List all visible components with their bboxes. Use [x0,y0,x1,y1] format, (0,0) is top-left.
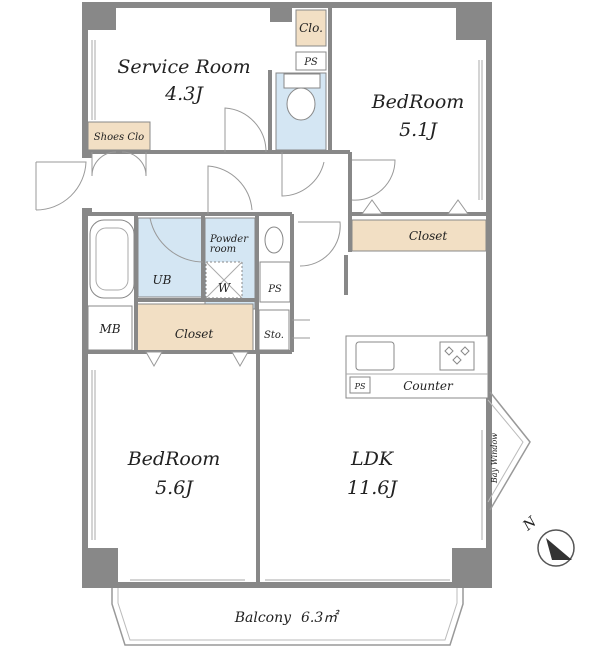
sto-label: Sto. [264,330,284,341]
ps-kitchen-label: PS [354,382,366,391]
shoes-clo-label: Shoes Clo [94,132,144,143]
ldk-label: LDK [350,448,395,470]
bay-window-label: Bay Window [490,433,499,484]
bedroom-ne-label: BedRoom [371,91,465,113]
sink-icon [355,341,395,371]
bay-window-outline [489,391,531,511]
entrance-frame-bottom [82,208,92,214]
ps-mid-box [259,261,291,303]
powder-room-label-2: room [210,244,236,255]
outer-wall-left [82,2,88,588]
clo-label: Clo. [299,21,323,35]
balcony-outline [111,588,464,646]
toilet-bowl-icon [286,87,316,121]
bathtub-icon [89,219,135,299]
bedroom-closet-label: Closet [409,229,448,243]
ps-kitchen-box [349,376,371,394]
compass-north-label: N [519,513,540,534]
column-sw [82,548,118,588]
entrance-gap [80,158,90,208]
hall-closet-label: Closet [175,327,214,341]
bedroom-sw-size: 5.6J [155,477,194,499]
column-nw [82,2,116,30]
counter-label: Counter [403,379,454,393]
column-ne [456,2,492,40]
entrance-frame-top [82,152,92,158]
ps-top-label: PS [303,57,318,68]
washbasin-icon [264,226,284,254]
mb-label: MB [98,322,120,336]
ldk-size: 11.6J [347,477,398,499]
outer-wall-bottom [82,582,490,588]
bedroom-sw-label: BedRoom [127,448,221,470]
powder-room-label-1: Powder [209,234,249,245]
ub-fill [137,217,203,298]
column-top-mid [270,2,292,22]
ub-label: UB [153,273,172,287]
service-room-label: Service Room [117,56,250,78]
clo-fill [295,9,327,47]
ps-top-box [295,51,327,71]
mb-box [87,305,133,351]
bedroom-ne-size: 5.1J [399,119,438,141]
toilet-tank [283,73,321,89]
washer-label: W [218,281,232,295]
service-room-size: 4.3J [164,83,204,105]
column-se [452,548,492,588]
sto-box [258,309,290,351]
ps-mid-label: PS [267,284,282,295]
outer-wall-right [486,2,492,588]
